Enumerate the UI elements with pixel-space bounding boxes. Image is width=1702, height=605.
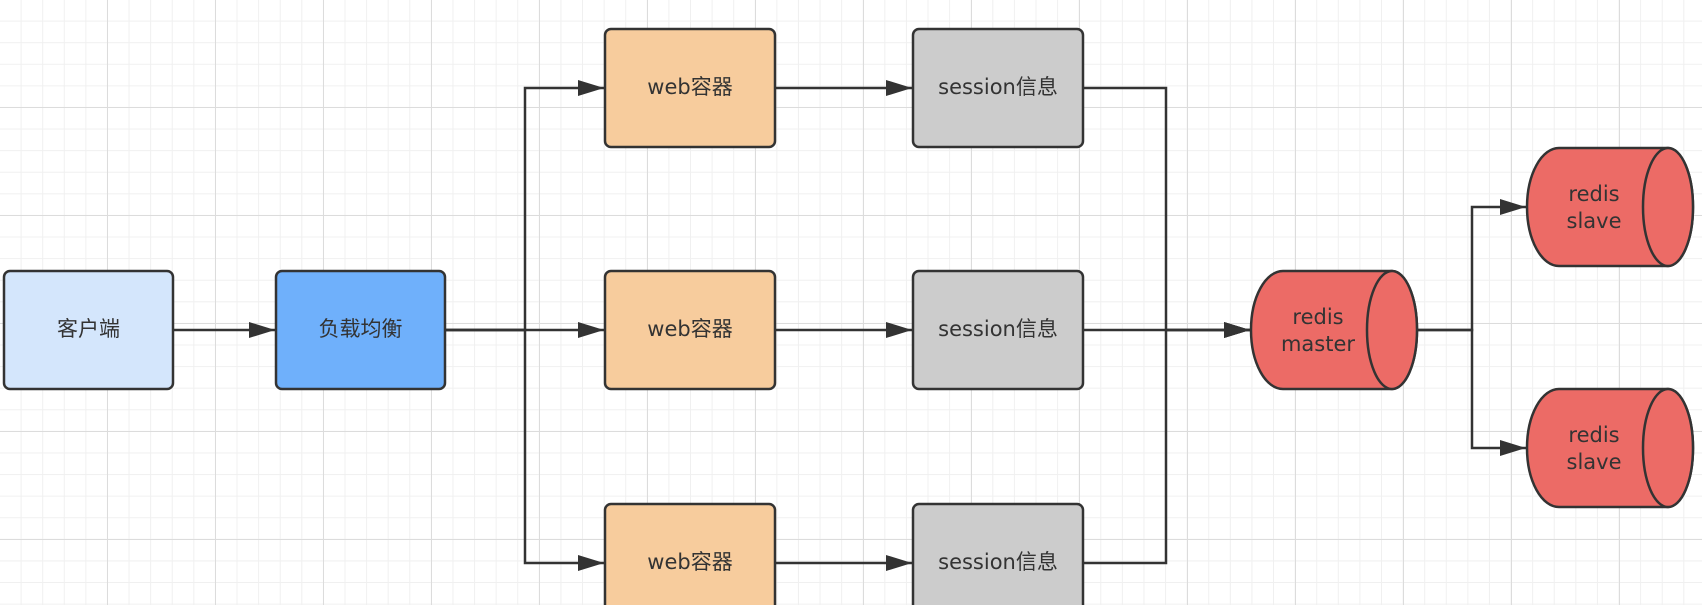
- session-node-1[interactable]: session信息: [911, 27, 1085, 149]
- session-label: session信息: [938, 75, 1058, 99]
- client-box: [2, 269, 175, 391]
- web-container-box: [603, 269, 777, 391]
- web-container-label: web容器: [647, 75, 732, 99]
- edge-load-balancer-to-web-1: [446, 80, 604, 332]
- session-label: session信息: [938, 550, 1058, 574]
- client-label: 客户端: [57, 317, 120, 341]
- session-box: [911, 27, 1085, 149]
- redis-master-label-line1: redis: [1292, 305, 1343, 329]
- session-node-3[interactable]: session信息: [911, 502, 1085, 605]
- redis-master-cylinder-end: [1365, 269, 1419, 391]
- session-box: [911, 269, 1085, 391]
- web-container-label: web容器: [647, 550, 732, 574]
- web-container-label: web容器: [647, 317, 732, 341]
- redis-slave-node-2[interactable]: redis slave: [1525, 387, 1695, 509]
- edge-redis-master-to-slave-1: [1418, 199, 1526, 332]
- redis-slave-cylinder-end: [1641, 146, 1695, 268]
- redis-slave-label-line1: redis: [1568, 423, 1619, 447]
- redis-slave-node-1[interactable]: redis slave: [1525, 146, 1695, 268]
- session-node-2[interactable]: session信息: [911, 269, 1085, 391]
- web-container-node-1[interactable]: web容器: [603, 27, 777, 149]
- redis-slave-cylinder-end: [1641, 387, 1695, 509]
- connector-group: [174, 80, 1526, 571]
- load-balancer-label: 负载均衡: [319, 317, 403, 341]
- web-container-node-2[interactable]: web容器: [603, 269, 777, 391]
- edge-redis-master-to-slave-2: [1418, 328, 1526, 456]
- redis-master-label-line2: master: [1281, 332, 1355, 356]
- web-container-box: [603, 27, 777, 149]
- redis-slave-label-line1: redis: [1568, 182, 1619, 206]
- session-box: [911, 502, 1085, 605]
- client-node[interactable]: 客户端: [2, 269, 175, 391]
- web-container-node-3[interactable]: web容器: [603, 502, 777, 605]
- redis-master-node[interactable]: redis master: [1249, 269, 1419, 391]
- redis-slave-label-line2: slave: [1567, 450, 1622, 474]
- edge-session-1-to-redis-master: [1084, 86, 1250, 338]
- edge-session-3-to-redis-master: [1084, 322, 1250, 565]
- web-container-box: [603, 502, 777, 605]
- load-balancer-box: [274, 269, 447, 391]
- redis-slave-label-line2: slave: [1567, 209, 1622, 233]
- load-balancer-node[interactable]: 负载均衡: [274, 269, 447, 391]
- session-label: session信息: [938, 317, 1058, 341]
- edge-load-balancer-to-web-3: [446, 328, 604, 571]
